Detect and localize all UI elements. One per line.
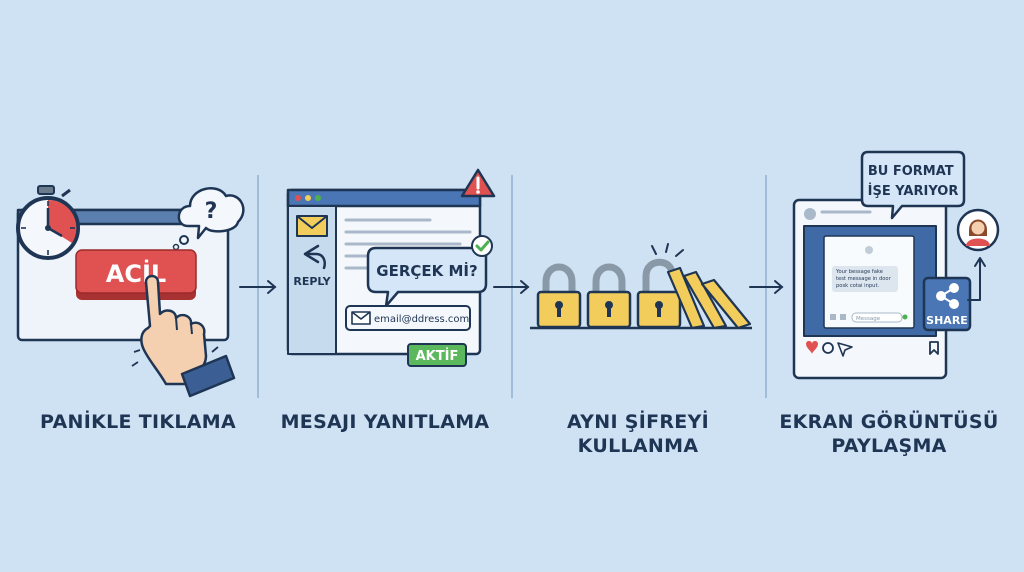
flow-arrows bbox=[239, 280, 784, 294]
stopwatch-icon bbox=[16, 185, 80, 260]
email-field[interactable]: email@ddress.com bbox=[345, 305, 471, 331]
caption-1-line-1: PANİKLE TIKLAMA bbox=[40, 411, 236, 433]
question-bubble-icon: ? bbox=[172, 187, 245, 251]
warning-icon bbox=[460, 168, 496, 198]
post-avatar bbox=[804, 208, 816, 220]
reply-label: REPLY bbox=[293, 275, 331, 288]
acil-button[interactable]: ACİL bbox=[75, 249, 197, 300]
send-icon bbox=[902, 314, 908, 320]
message-placeholder: Message bbox=[856, 316, 881, 322]
status-badge: AKTİF bbox=[416, 348, 459, 364]
message-input[interactable] bbox=[851, 312, 903, 323]
phone-screen: Your bessage fake test message in door p… bbox=[823, 235, 915, 329]
phone-line-2: test message in door bbox=[836, 276, 892, 282]
phone-line-3: posk cotai input. bbox=[836, 283, 879, 289]
panel-same-password bbox=[530, 243, 752, 330]
panel-message-reply: REPLY GERÇEK Mİ? email@ddress.com AKTİF bbox=[286, 168, 496, 367]
aktif-badge: AKTİF bbox=[407, 343, 467, 367]
caption-step-2: MESAJI YANITLAMA bbox=[260, 410, 510, 434]
caption-step-1: PANİKLE TIKLAMA bbox=[13, 410, 263, 434]
bubble-line-2: İŞE YARIYOR bbox=[868, 183, 959, 199]
lock-2-icon bbox=[586, 263, 632, 329]
heart-icon bbox=[806, 341, 818, 354]
lock-1-icon bbox=[536, 263, 582, 329]
share-label: SHARE bbox=[926, 314, 968, 327]
phone-line-1: Your bessage fake bbox=[835, 269, 883, 275]
share-button[interactable]: SHARE bbox=[922, 276, 972, 332]
caption-step-3: AYNI ŞİFREYİ KULLANMA bbox=[513, 410, 763, 458]
share-icon bbox=[936, 283, 959, 309]
bookmark-icon bbox=[929, 341, 939, 355]
panel-screenshot-share: Your bessage fake test message in door p… bbox=[792, 150, 1000, 380]
format-bubble: BU FORMAT İŞE YARIYOR bbox=[860, 150, 966, 220]
email-text: email@ddress.com bbox=[374, 314, 469, 325]
arrow-2-icon bbox=[493, 280, 530, 294]
falling-dominoes-icon bbox=[666, 266, 752, 330]
arrow-3-icon bbox=[749, 280, 784, 294]
camera-icon bbox=[830, 314, 836, 320]
avatar bbox=[956, 208, 1000, 252]
send-post-icon bbox=[837, 342, 853, 357]
share-arrow-icon bbox=[967, 257, 986, 301]
comment-icon bbox=[822, 342, 834, 354]
envelope-icon bbox=[296, 215, 328, 237]
arrow-1-icon bbox=[239, 280, 277, 294]
svg-text:BU FORMAT İŞE YARIYOR: BU FORMAT İŞE YARIYOR bbox=[868, 164, 959, 199]
pointing-hand-icon bbox=[131, 274, 236, 398]
reply-button[interactable]: REPLY bbox=[293, 244, 332, 288]
svg-text:Your bessage fake test: Your bessage fake test message in door p… bbox=[835, 269, 892, 289]
caption-3-line-2: KULLANMA bbox=[577, 435, 699, 457]
gercek-mi-bubble: GERÇEK Mİ? bbox=[366, 235, 493, 308]
lock-3-open-icon bbox=[636, 243, 684, 329]
question-mark: ? bbox=[205, 199, 218, 224]
caption-step-4: EKRAN GÖRÜNTÜSÜ PAYLAŞMA bbox=[764, 410, 1014, 458]
bubble-text: GERÇEK Mİ? bbox=[376, 261, 477, 280]
gallery-icon bbox=[840, 314, 846, 320]
bubble-line-1: BU FORMAT bbox=[868, 164, 954, 179]
caption-3-line-1: AYNI ŞİFREYİ bbox=[567, 411, 709, 433]
post-actions[interactable] bbox=[806, 341, 939, 357]
caption-2-line-1: MESAJI YANITLAMA bbox=[280, 411, 490, 433]
caption-4-line-1: EKRAN GÖRÜNTÜSÜ bbox=[779, 411, 999, 433]
panel-panic-click: ? ACİL bbox=[16, 185, 245, 398]
reply-arrow-icon bbox=[303, 244, 326, 270]
check-icon bbox=[471, 235, 493, 257]
caption-4-line-2: PAYLAŞMA bbox=[831, 435, 947, 457]
